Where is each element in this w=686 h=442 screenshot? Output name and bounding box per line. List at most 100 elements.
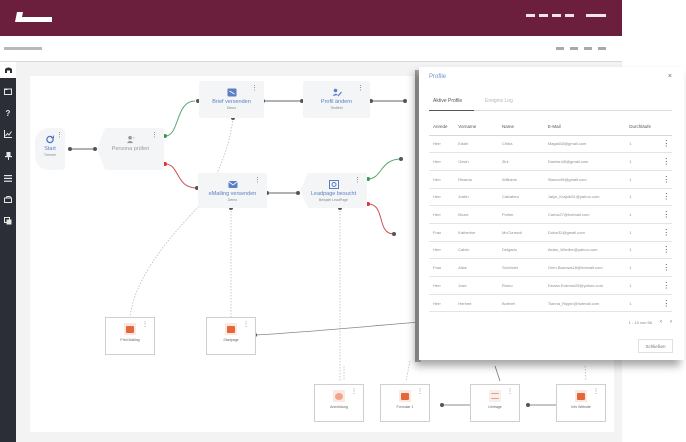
row-menu-button[interactable]: ⋮: [660, 205, 672, 224]
sidebar-item-folder[interactable]: [0, 83, 16, 99]
close-icon[interactable]: ×: [667, 73, 672, 80]
page-node-label: Startpage: [223, 338, 239, 342]
sidebar-item-help[interactable]: ?: [0, 105, 16, 121]
help-icon: ?: [5, 108, 11, 118]
sidebar-item-statistics[interactable]: [0, 126, 16, 142]
top-nav-item[interactable]: [552, 14, 561, 17]
inbox-icon: [4, 195, 12, 203]
cell-name: Poirier: [501, 205, 548, 224]
node-menu-button[interactable]: ⋮: [593, 389, 599, 395]
top-nav-item[interactable]: [565, 14, 574, 17]
node-emailing-versenden[interactable]: eMailing versenden Demo ⋮: [198, 173, 267, 208]
node-menu-button[interactable]: ⋮: [254, 177, 261, 184]
row-menu-button[interactable]: ⋮: [660, 258, 672, 277]
row-menu-button[interactable]: ⋮: [660, 135, 672, 154]
node-start[interactable]: Start Trenner ⋮: [35, 128, 65, 170]
node-menu-button[interactable]: ⋮: [354, 177, 361, 184]
breadcrumb[interactable]: [4, 47, 42, 50]
node-profil-aendern[interactable]: Profil ändern Testfeld ⋮: [303, 81, 370, 118]
letter-icon: [227, 88, 236, 97]
node-title: eMailing versenden: [208, 191, 257, 197]
page-node-umfrage[interactable]: Umfrage ⋮: [470, 384, 520, 422]
cell-name: Schröder: [501, 258, 548, 277]
sidebar-item-home[interactable]: [0, 62, 16, 78]
edit-profile-icon: [332, 88, 342, 97]
cell-anrede: Frau: [429, 258, 459, 277]
node-menu-button[interactable]: ⋮: [507, 389, 513, 395]
node-persona-pruefen[interactable]: ? Persona prüfen ⋮: [97, 128, 164, 170]
next-page-button[interactable]: ›: [670, 319, 672, 325]
cell-vorname: Ricardo: [458, 170, 502, 189]
cell-anrede: Herr: [429, 170, 459, 189]
node-menu-button[interactable]: ⋮: [251, 85, 258, 92]
sidebar-item-list[interactable]: [0, 170, 16, 186]
cell-email: Magali43@gmail.com: [547, 135, 630, 154]
node-title: Persona prüfen: [111, 146, 150, 152]
sidebar-item-pin[interactable]: [0, 148, 16, 164]
cell-name: Romo: [501, 276, 548, 295]
list-icon: [4, 174, 12, 182]
row-menu-button[interactable]: ⋮: [660, 241, 672, 260]
sub-nav-item[interactable]: [556, 47, 564, 50]
page-node-label: Formular 1: [396, 405, 414, 409]
node-menu-button[interactable]: ⋮: [417, 389, 423, 395]
node-menu-button[interactable]: ⋮: [56, 132, 63, 139]
top-nav-item[interactable]: [586, 14, 606, 17]
top-nav-item[interactable]: [526, 14, 535, 17]
node-leadpage-besucht[interactable]: Leadpage besucht Beispiel LeadPage ⋮: [300, 173, 367, 208]
page-node-anmeldung[interactable]: Anmeldung ⋮: [314, 384, 364, 422]
node-subtitle: Demo: [226, 106, 237, 110]
page-node-print-mailing[interactable]: Print Mailing ⋮: [105, 317, 155, 355]
tab-aktive-profile[interactable]: Aktive Profile: [433, 98, 463, 104]
page-node-startpage[interactable]: Startpage ⋮: [206, 317, 256, 355]
node-menu-button[interactable]: ⋮: [142, 322, 148, 328]
sidebar-item-copy[interactable]: [0, 213, 16, 229]
svg-text:?: ?: [132, 137, 134, 141]
node-brief-versenden[interactable]: Brief versenden Demo ⋮: [199, 81, 264, 118]
modal-title: Profile: [429, 74, 447, 80]
close-button[interactable]: Schließen: [638, 339, 673, 353]
column-header-name[interactable]: Name: [501, 119, 548, 136]
prev-page-button[interactable]: ‹: [660, 319, 662, 325]
sidebar-item-inbox[interactable]: [0, 191, 16, 207]
sub-nav-item[interactable]: [570, 47, 578, 50]
cell-anrede: Herr: [429, 188, 459, 207]
row-menu-button[interactable]: ⋮: [660, 276, 672, 295]
cell-anrede: Frau: [429, 223, 459, 242]
row-menu-button[interactable]: ⋮: [660, 152, 672, 171]
brand-logo[interactable]: [14, 10, 54, 24]
cell-vorname: Alice: [458, 258, 502, 277]
sub-nav-item[interactable]: [598, 47, 606, 50]
profiles-table: Anrede Vorname Name E-Mail Durchläufe He…: [429, 119, 672, 313]
column-header-anrede[interactable]: Anrede: [429, 119, 459, 136]
column-header-durchlaeufe[interactable]: Durchläufe: [629, 119, 661, 136]
node-menu-button[interactable]: ⋮: [243, 322, 249, 328]
page-node-info-website[interactable]: Info Website ⋮: [556, 384, 606, 422]
page-node-formular-1[interactable]: Formular 1 ⋮: [380, 384, 430, 422]
node-menu-button[interactable]: ⋮: [151, 132, 158, 139]
mail-icon: [227, 181, 238, 188]
node-menu-button[interactable]: ⋮: [351, 389, 357, 395]
top-nav-item[interactable]: [539, 14, 548, 17]
tab-ereignis-log[interactable]: Ereignis Log: [485, 98, 513, 104]
column-header-vorname[interactable]: Vorname: [458, 119, 502, 136]
node-title: Leadpage besucht: [310, 191, 357, 197]
node-menu-button[interactable]: ⋮: [357, 85, 364, 92]
column-header-email[interactable]: E-Mail: [547, 119, 630, 136]
row-menu-button[interactable]: ⋮: [660, 170, 672, 189]
row-menu-button[interactable]: ⋮: [660, 223, 672, 242]
mail-icon: [225, 323, 237, 335]
sub-nav-item[interactable]: [584, 47, 592, 50]
row-menu-button[interactable]: ⋮: [660, 188, 672, 207]
row-menu-button[interactable]: ⋮: [660, 294, 672, 313]
